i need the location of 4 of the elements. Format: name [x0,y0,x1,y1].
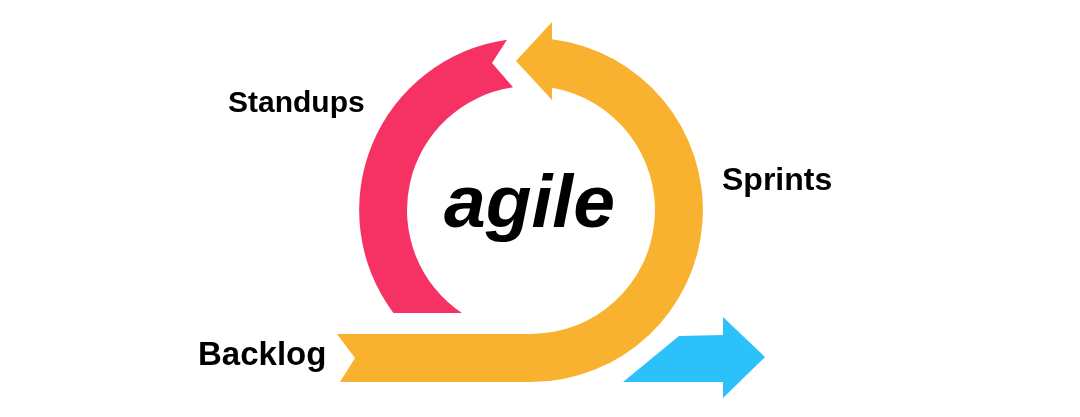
center-title: agile [444,164,615,240]
arc-label: Sprints [722,162,833,195]
arrow-label: Backlog [198,336,327,370]
arc-label: Standups [228,86,365,117]
